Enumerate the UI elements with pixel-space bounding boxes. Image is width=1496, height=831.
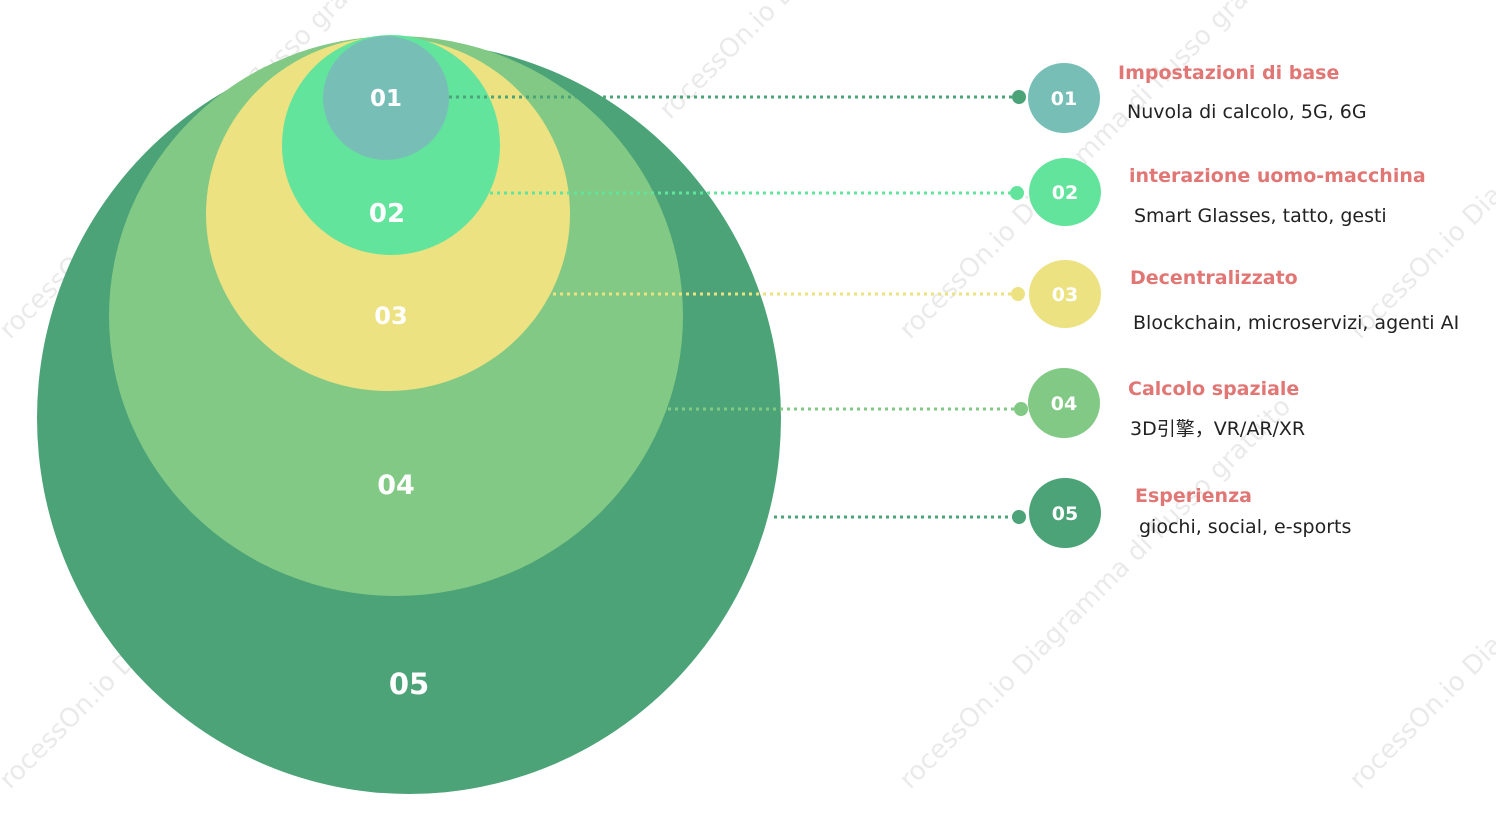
connector-dot-02 (1010, 186, 1024, 200)
badge-label-05: 05 (1052, 503, 1078, 525)
connector-dot-04 (1014, 402, 1028, 416)
item-description-03: Blockchain, microservizi, agenti AI (1133, 312, 1459, 334)
badge-label-03: 03 (1052, 284, 1078, 306)
item-title-01: Impostazioni di base (1118, 62, 1339, 84)
legend-item-03: 03 Decentralizzato Blockchain, microserv… (1029, 260, 1459, 334)
badge-04 (1028, 368, 1100, 438)
badge-03 (1029, 260, 1101, 328)
connector-dot-01 (1012, 90, 1026, 104)
badge-label-02: 02 (1052, 182, 1078, 204)
watermark-text: rocessOn.io Diagramma di flusso gratuito (654, 0, 1057, 125)
connector-dot-03 (1011, 287, 1025, 301)
badge-label-01: 01 (1051, 88, 1077, 110)
circle-label-02: 02 (369, 199, 405, 229)
circle-label-05: 05 (389, 667, 429, 701)
item-description-04: 3D引擎，VR/AR/XR (1130, 418, 1305, 440)
legend: 01 Impostazioni di base Nuvola di calcol… (1028, 62, 1459, 548)
badge-05 (1029, 478, 1101, 548)
legend-item-01: 01 Impostazioni di base Nuvola di calcol… (1028, 62, 1367, 133)
badge-02 (1029, 158, 1101, 226)
item-title-03: Decentralizzato (1130, 267, 1298, 289)
item-description-05: giochi, social, e-sports (1139, 516, 1351, 538)
legend-item-02: 02 interazione uomo-macchina Smart Glass… (1029, 158, 1426, 227)
watermark-text: rocessOn.io Diagramma di flusso gratuito (894, 392, 1297, 795)
connector-dot-05 (1012, 510, 1026, 524)
nested-circles: 05 04 03 02 01 (37, 35, 781, 794)
item-title-02: interazione uomo-macchina (1129, 165, 1426, 187)
badge-label-04: 04 (1051, 393, 1077, 415)
circle-level-01 (323, 36, 449, 160)
item-title-05: Esperienza (1135, 485, 1252, 507)
item-description-02: Smart Glasses, tatto, gesti (1134, 205, 1387, 227)
item-description-01: Nuvola di calcolo, 5G, 6G (1127, 101, 1367, 123)
item-title-04: Calcolo spaziale (1128, 378, 1299, 400)
legend-item-05: 05 Esperienza giochi, social, e-sports (1029, 478, 1351, 548)
circle-label-04: 04 (377, 470, 415, 501)
circle-label-03: 03 (374, 302, 407, 330)
circle-label-01: 01 (370, 86, 402, 112)
legend-item-04: 04 Calcolo spaziale 3D引擎，VR/AR/XR (1028, 368, 1305, 440)
watermark-text: rocessOn.io Diagramma di flusso gratuito (1344, 392, 1496, 795)
connectors (449, 90, 1028, 524)
badge-01 (1028, 63, 1100, 133)
